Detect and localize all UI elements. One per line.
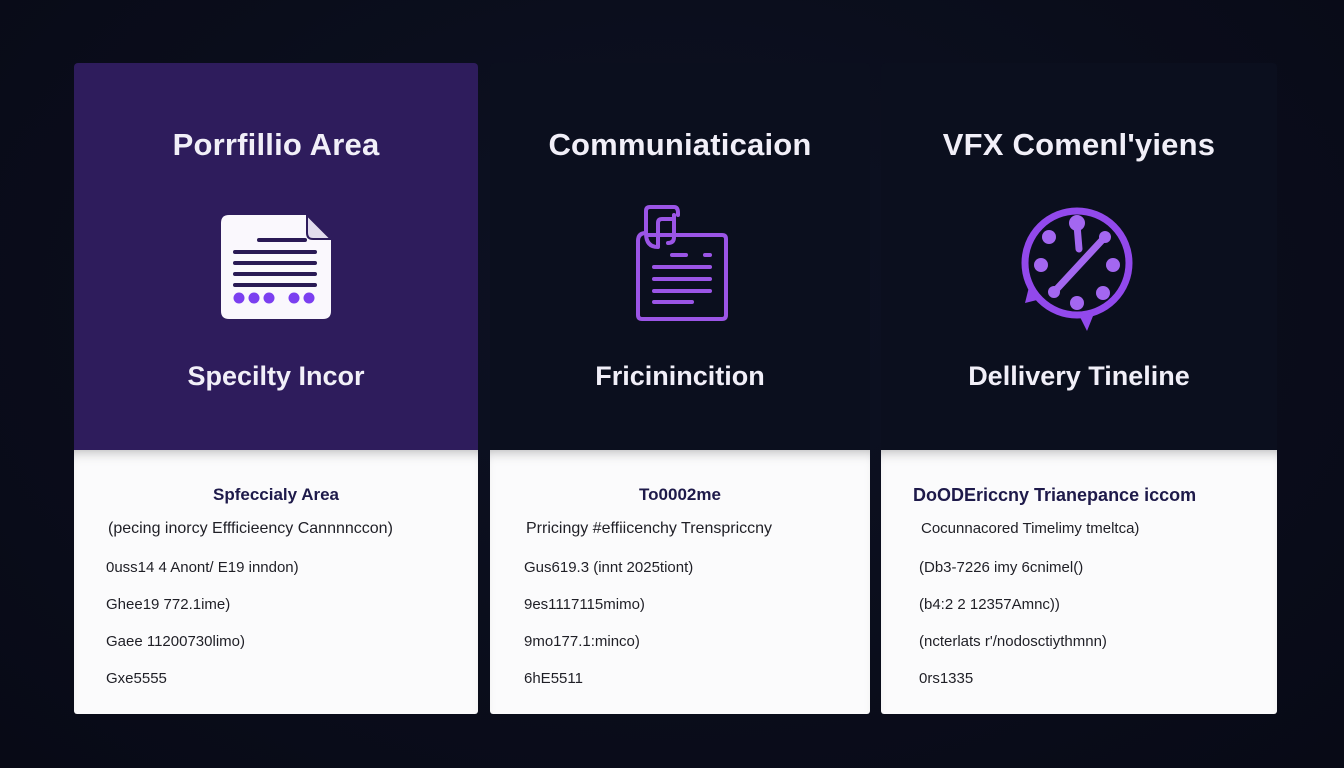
- panel-line: Ghee19 772.1ime): [106, 596, 231, 613]
- panel-line: 0uss14 4 Anont/ E19 inndon): [106, 559, 299, 576]
- panel-line: (Db3-7226 imy 6cnimel(): [919, 559, 1084, 576]
- panel-line: Cocunnacored Timelimy tmeltca): [921, 520, 1140, 537]
- panel-line: (b4:2 2 12357Amnc)): [919, 596, 1060, 613]
- card-title: Communiaticaion: [548, 127, 812, 162]
- card-subtitle: Specilty Incor: [187, 361, 365, 391]
- panel-line: 0rs1335: [919, 670, 974, 687]
- panel-title: Spfeccialy Area: [213, 485, 339, 504]
- details-panel: Spfeccialy Area (pecing inorcy Effficiee…: [74, 450, 478, 714]
- card-title: VFX Comenl'yiens: [942, 127, 1216, 162]
- clock-chat-icon: [1019, 205, 1139, 340]
- panel-line: Gxe5555: [106, 670, 167, 687]
- card-header[interactable]: Communiaticaion: [490, 63, 870, 450]
- panel-title: DoODEriccny Trianepance iccom: [913, 485, 1197, 505]
- card-title: Porrfillio Area: [172, 127, 380, 162]
- panel-line: (pecing inorcy Effficieency Cannnnccon): [108, 520, 393, 537]
- panel-line: 9mo177.1:minco): [524, 633, 640, 650]
- panel-line: (ncterlats r'/nodosctiythmnn): [919, 633, 1107, 650]
- panel-line: 9es1117115mimo): [524, 596, 645, 613]
- panel-line: Gus619.3 (innt 2025tiont): [524, 559, 694, 576]
- card-subtitle: Fricinincition: [595, 361, 765, 391]
- panel-line: Gaee 11200730limo): [106, 633, 245, 650]
- details-panel: DoODEriccny Trianepance iccom Cocunnacor…: [881, 450, 1277, 714]
- panel-title: To0002me: [639, 485, 721, 504]
- panel-line: Prricingy #effiicenchy Trenspriccny: [526, 520, 773, 537]
- clipboard-document-icon: [630, 203, 730, 328]
- details-panel: To0002me Prricingy #effiicenchy Trenspri…: [490, 450, 870, 714]
- card-header-selected[interactable]: Porrfillio Area Specilty Incor: [74, 63, 478, 450]
- card-subtitle: Dellivery Tineline: [968, 361, 1190, 391]
- panel-line: 6hE5511: [524, 670, 583, 687]
- card-header[interactable]: VFX Comenl'yiens: [881, 63, 1277, 450]
- document-icon: [219, 212, 334, 328]
